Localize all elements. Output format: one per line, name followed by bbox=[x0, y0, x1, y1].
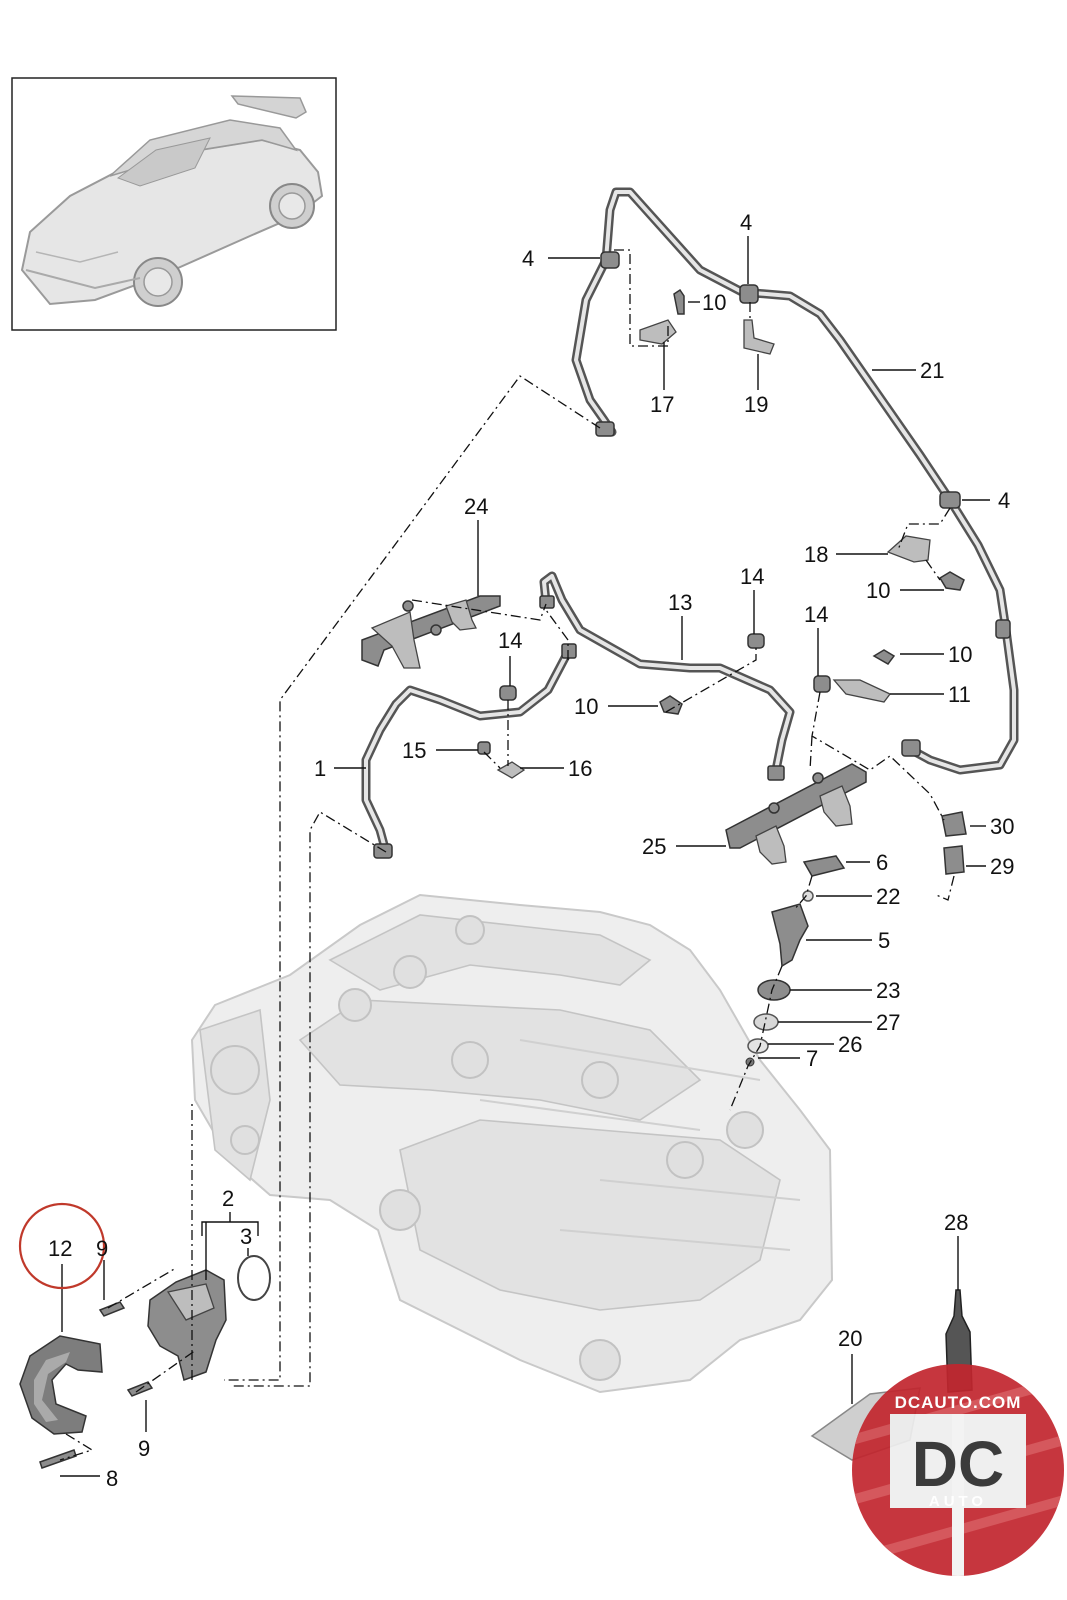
callout-14c: 14 bbox=[498, 628, 522, 653]
callout-21: 21 bbox=[920, 358, 944, 383]
fuel-line-1 bbox=[361, 643, 577, 859]
callout-labels: 1 2 3 4 4 4 5 6 7 8 9 9 10 10 10 10 11 1… bbox=[48, 210, 1014, 1491]
tappet-cover-12 bbox=[19, 1335, 103, 1469]
fuel-rail-24 bbox=[361, 595, 501, 669]
fuel-line-21 bbox=[571, 187, 1019, 775]
callout-11: 11 bbox=[948, 682, 971, 707]
callout-1: 1 bbox=[314, 756, 326, 781]
dcauto-watermark: DCAUTO.COM DC AUTO bbox=[852, 1364, 1064, 1576]
engine-block bbox=[190, 893, 834, 1394]
vehicle-thumbnail bbox=[11, 77, 337, 331]
fuel-rail-25 bbox=[725, 763, 867, 865]
callout-10b: 10 bbox=[866, 578, 890, 603]
callout-3: 3 bbox=[240, 1224, 252, 1249]
callout-25: 25 bbox=[642, 834, 666, 859]
callout-17: 17 bbox=[650, 392, 674, 417]
callout-24: 24 bbox=[464, 494, 488, 519]
callout-9a: 9 bbox=[96, 1236, 108, 1261]
callout-8: 8 bbox=[106, 1466, 118, 1491]
watermark-site: DCAUTO.COM bbox=[895, 1393, 1022, 1412]
callout-14b: 14 bbox=[804, 602, 828, 627]
watermark-mark: DC bbox=[912, 1428, 1004, 1500]
callout-10a: 10 bbox=[702, 290, 726, 315]
callout-6: 6 bbox=[876, 850, 888, 875]
callout-leaders bbox=[60, 236, 990, 1477]
callout-4b: 4 bbox=[740, 210, 752, 235]
callout-18: 18 bbox=[804, 542, 828, 567]
callout-4c: 4 bbox=[998, 488, 1010, 513]
callout-2: 2 bbox=[222, 1186, 234, 1211]
callout-12: 12 bbox=[48, 1236, 72, 1261]
callout-16: 16 bbox=[568, 756, 592, 781]
callout-5: 5 bbox=[878, 928, 890, 953]
high-pressure-pump bbox=[98, 1255, 271, 1397]
clamps-and-brackets bbox=[477, 251, 967, 1067]
callout-27: 27 bbox=[876, 1010, 900, 1035]
callout-22: 22 bbox=[876, 884, 900, 909]
callout-23: 23 bbox=[876, 978, 900, 1003]
callout-13: 13 bbox=[668, 590, 692, 615]
callout-15: 15 bbox=[402, 738, 426, 763]
assembly-guide-lines bbox=[59, 249, 955, 1461]
callout-10d: 10 bbox=[574, 694, 598, 719]
car-illustration bbox=[20, 95, 324, 307]
callout-7: 7 bbox=[806, 1046, 818, 1071]
callout-10c: 10 bbox=[948, 642, 972, 667]
callout-9b: 9 bbox=[138, 1436, 150, 1461]
callout-30: 30 bbox=[990, 814, 1014, 839]
fuel-line-13 bbox=[539, 571, 795, 781]
callout-28: 28 bbox=[944, 1210, 968, 1235]
watermark-sub: AUTO bbox=[929, 1493, 987, 1510]
callout-26: 26 bbox=[838, 1032, 862, 1057]
callout-14a: 14 bbox=[740, 564, 764, 589]
callout-20: 20 bbox=[838, 1326, 862, 1351]
highlight-circle bbox=[18, 1202, 106, 1290]
callout-4a: 4 bbox=[522, 246, 534, 271]
callout-19: 19 bbox=[744, 392, 768, 417]
callout-29: 29 bbox=[990, 854, 1014, 879]
